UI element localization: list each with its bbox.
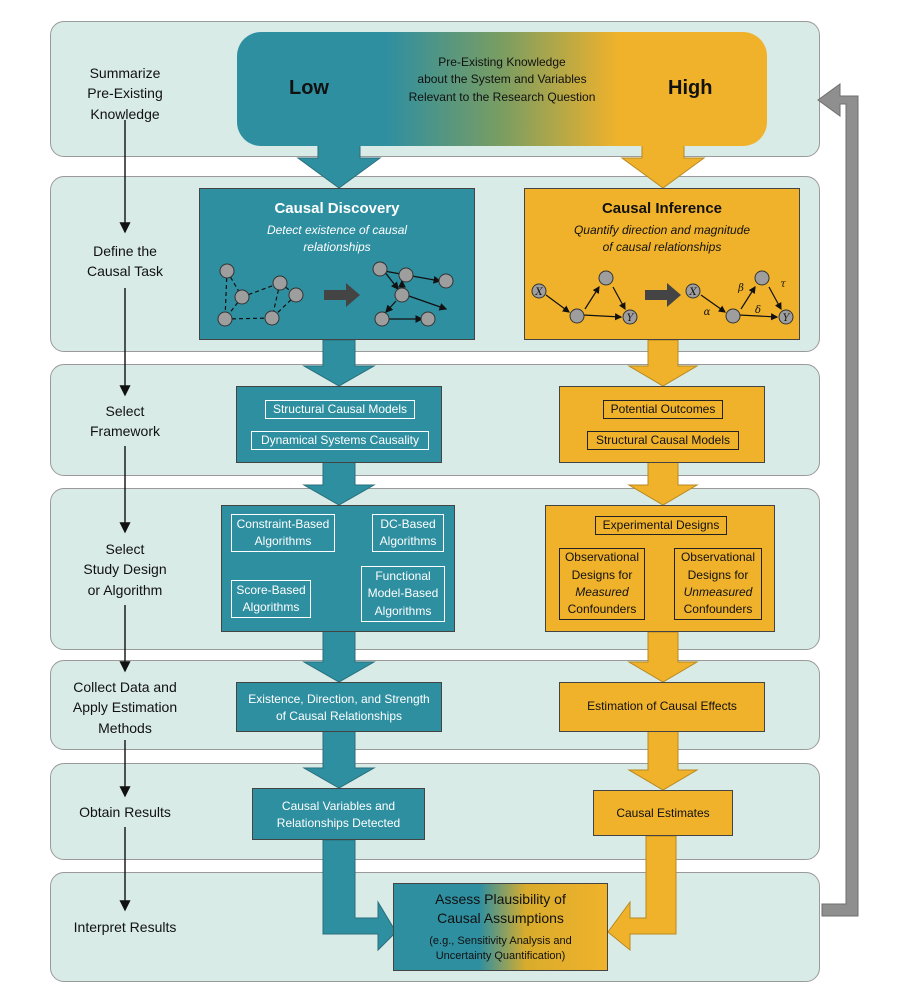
algorithm-functional-model-based: Functional Model-Based Algorithms: [361, 566, 445, 622]
design-unmeasured-suffix: Confounders: [683, 602, 753, 617]
step-label-summarize: Summarize Pre-Existing Knowledge: [87, 65, 163, 122]
assess-note: (e.g., Sensitivity Analysis and Uncertai…: [429, 935, 572, 963]
discovery-estimation-box: Existence, Direction, and Strength of Ca…: [236, 682, 442, 732]
causal-discovery-title: Causal Discovery: [274, 200, 400, 217]
discovery-framework-box: Structural Causal Models Dynamical Syste…: [236, 386, 442, 463]
transform-arrow-icon: [645, 283, 681, 307]
edge-alpha-label: α: [704, 307, 711, 318]
algorithm-constraint-based: Constraint-Based Algorithms: [231, 514, 335, 552]
step-label-collect-data: Collect Data and Apply Estimation Method…: [72, 679, 178, 736]
knowledge-high-label: High: [668, 77, 713, 99]
node-x-label: X: [534, 287, 543, 298]
transform-arrow-icon: [324, 283, 360, 307]
causal-inference-subtitle: Quantify direction and magnitude of caus…: [573, 223, 751, 254]
causal-discovery-box: Causal Discovery Detect existence of cau…: [199, 188, 475, 340]
step-label-select-design: Select Study Design or Algorithm: [83, 541, 167, 598]
framework-potential-outcomes: Potential Outcomes: [603, 400, 723, 419]
design-measured-prefix: Observational Designs for: [564, 550, 640, 582]
design-measured-suffix: Confounders: [567, 602, 637, 617]
framework-structural-causal-models: Structural Causal Models: [265, 400, 415, 419]
design-unmeasured-emph: Unmeasured: [683, 585, 753, 599]
framework-structural-causal-models-inference: Structural Causal Models: [587, 431, 739, 450]
knowledge-low-label: Low: [289, 77, 329, 99]
edge-beta-label: β: [737, 283, 744, 294]
design-measured-emph: Measured: [575, 585, 629, 599]
inference-results-box: Causal Estimates: [593, 790, 733, 836]
design-experimental: Experimental Designs: [595, 516, 727, 535]
discovery-results-box: Causal Variables and Relationships Detec…: [252, 788, 425, 840]
discovery-results-text: Causal Variables and Relationships Detec…: [276, 799, 401, 831]
feedback-loop-arrow: [817, 83, 859, 917]
inference-framework-box: Potential Outcomes Structural Causal Mod…: [559, 386, 765, 463]
step-label-interpret-results: Interpret Results: [73, 919, 177, 935]
algorithm-score-based: Score-Based Algorithms: [231, 580, 311, 618]
step-label-obtain-results: Obtain Results: [79, 804, 171, 820]
design-unmeasured-prefix: Observational Designs for: [680, 550, 756, 582]
inference-results-text: Causal Estimates: [616, 806, 710, 820]
node-y-label: Y: [627, 313, 635, 324]
causal-discovery-subtitle: Detect existence of causal relationships: [266, 223, 408, 254]
edge-tau-label: τ: [780, 279, 786, 290]
causal-inference-title: Causal Inference: [601, 200, 723, 217]
node-y2-label: Y: [783, 313, 791, 324]
edge-delta-label: δ: [755, 305, 761, 316]
framework-dynamical-systems-causality: Dynamical Systems Causality: [251, 431, 429, 450]
knowledge-text: Pre-Existing Knowledge about the System …: [408, 55, 596, 104]
discovery-algorithms-box: Constraint-Based Algorithms DC-Based Alg…: [221, 505, 455, 632]
discovery-estimation-text: Existence, Direction, and Strength of Ca…: [248, 692, 430, 724]
inference-graph-icon: X Y X Y α β δ τ: [531, 270, 794, 325]
step-label-define-task: Define the Causal Task: [86, 243, 163, 280]
inference-designs-box: Experimental Designs Observational Desig…: [545, 505, 775, 632]
assess-plausibility-box: Assess Plausibility of Causal Assumption…: [393, 883, 608, 971]
node-x2-label: X: [688, 287, 697, 298]
knowledge-banner: Low High Pre-Existing Knowledge about th…: [237, 32, 767, 146]
step-label-select-framework: Select Framework: [89, 403, 160, 440]
discovery-graph-icon: [217, 261, 454, 327]
inference-estimation-box: Estimation of Causal Effects: [559, 682, 765, 732]
inference-estimation-text: Estimation of Causal Effects: [587, 699, 737, 713]
causal-inference-box: Causal Inference Quantify direction and …: [524, 188, 800, 340]
algorithm-dc-based: DC-Based Algorithms: [372, 514, 444, 552]
assess-title: Assess Plausibility of Causal Assumption…: [435, 891, 566, 926]
